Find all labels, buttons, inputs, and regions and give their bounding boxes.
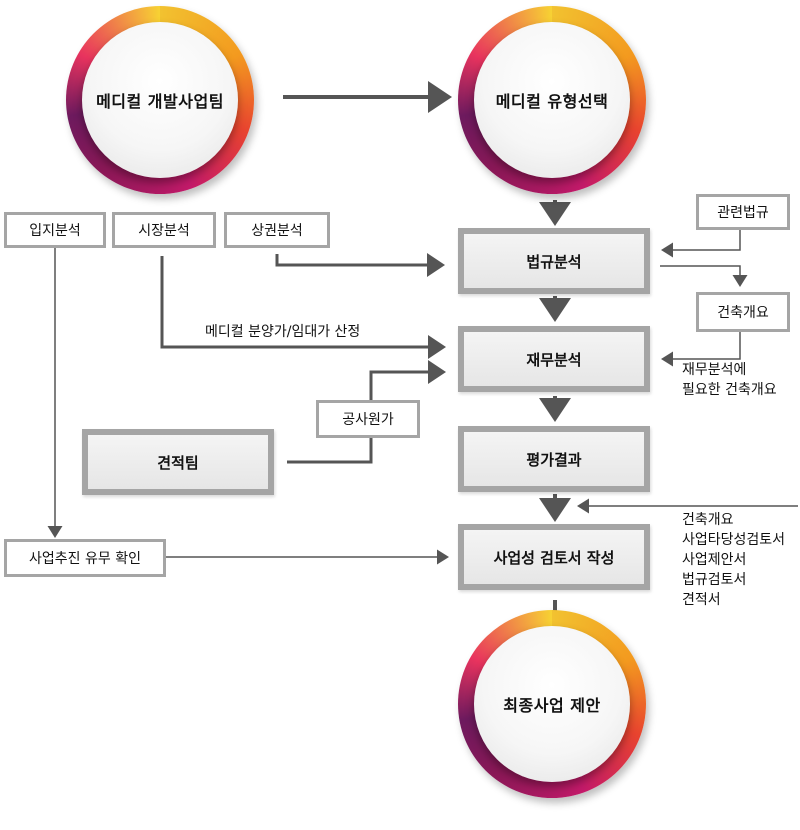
doc-item: 법규검토서 bbox=[682, 572, 747, 588]
circle-final-proposal-label: 최종사업 제안 bbox=[503, 696, 601, 715]
box-finance-analysis: 재무분석 bbox=[458, 326, 650, 392]
tag-related-law-label: 관련법규 bbox=[717, 205, 769, 221]
box-estimate-team-label: 견적팀 bbox=[157, 453, 199, 472]
circle-type-select-label: 메디컬 유형선택 bbox=[495, 92, 609, 111]
box-finance-analysis-label: 재무분석 bbox=[526, 350, 582, 369]
doc-item: 견적서 bbox=[682, 592, 721, 608]
circle-type-select: 메디컬 유형선택 bbox=[458, 6, 646, 194]
box-law-analysis-label: 법규분석 bbox=[526, 252, 582, 271]
tag-commercial-analysis: 상권분석 bbox=[224, 212, 330, 248]
arrow-relatedlaw-to-law bbox=[661, 230, 741, 258]
tag-related-law: 관련법규 bbox=[696, 194, 790, 230]
circle-final-proposal: 최종사업 제안 bbox=[458, 610, 646, 798]
circle-dev-team: 메디컬 개발사업팀 bbox=[66, 6, 254, 194]
circle-dev-team-label: 메디컬 개발사업팀 bbox=[96, 92, 224, 111]
box-estimate-team: 견적팀 bbox=[82, 429, 274, 495]
box-law-analysis: 법규분석 bbox=[458, 228, 650, 294]
tag-location-analysis-label: 입지분석 bbox=[29, 223, 81, 239]
tag-building-overview-label: 건축개요 bbox=[717, 305, 769, 321]
box-evaluation: 평가결과 bbox=[458, 426, 650, 492]
tag-business-check: 사업추진 유무 확인 bbox=[4, 539, 166, 577]
label-finance-needed: 재무분석에 필요한 건축개요 bbox=[682, 360, 777, 400]
tag-location-analysis: 입지분석 bbox=[4, 212, 106, 248]
label-finance-needed-line1: 재무분석에 bbox=[682, 362, 747, 378]
tag-commercial-analysis-label: 상권분석 bbox=[251, 223, 303, 239]
tag-market-analysis: 시장분석 bbox=[112, 212, 216, 248]
label-finance-needed-line2: 필요한 건축개요 bbox=[682, 382, 777, 398]
docs-list: 건축개요 사업타당성검토서 사업제안서 법규검토서 견적서 bbox=[682, 510, 785, 610]
arrow-law-to-overview bbox=[660, 265, 748, 287]
arrow-market-to-finance bbox=[160, 256, 446, 359]
doc-item: 사업제안서 bbox=[682, 552, 747, 568]
doc-item: 건축개요 bbox=[682, 512, 734, 528]
tag-business-check-label: 사업추진 유무 확인 bbox=[29, 551, 141, 567]
box-evaluation-label: 평가결과 bbox=[526, 450, 582, 469]
box-report: 사업성 검토서 작성 bbox=[458, 524, 650, 590]
box-report-label: 사업성 검토서 작성 bbox=[493, 548, 615, 567]
arrow-commercial-to-law bbox=[275, 253, 445, 277]
doc-item: 사업타당성검토서 bbox=[682, 532, 786, 548]
tag-market-analysis-label: 시장분석 bbox=[138, 223, 190, 239]
tag-construction-cost: 공사원가 bbox=[316, 400, 420, 438]
tag-construction-cost-label: 공사원가 bbox=[342, 412, 394, 428]
tag-building-overview: 건축개요 bbox=[696, 292, 790, 332]
arrow-overview-to-finance bbox=[661, 332, 741, 367]
label-price-calculation: 메디컬 분양가/임대가 산정 bbox=[205, 324, 361, 340]
